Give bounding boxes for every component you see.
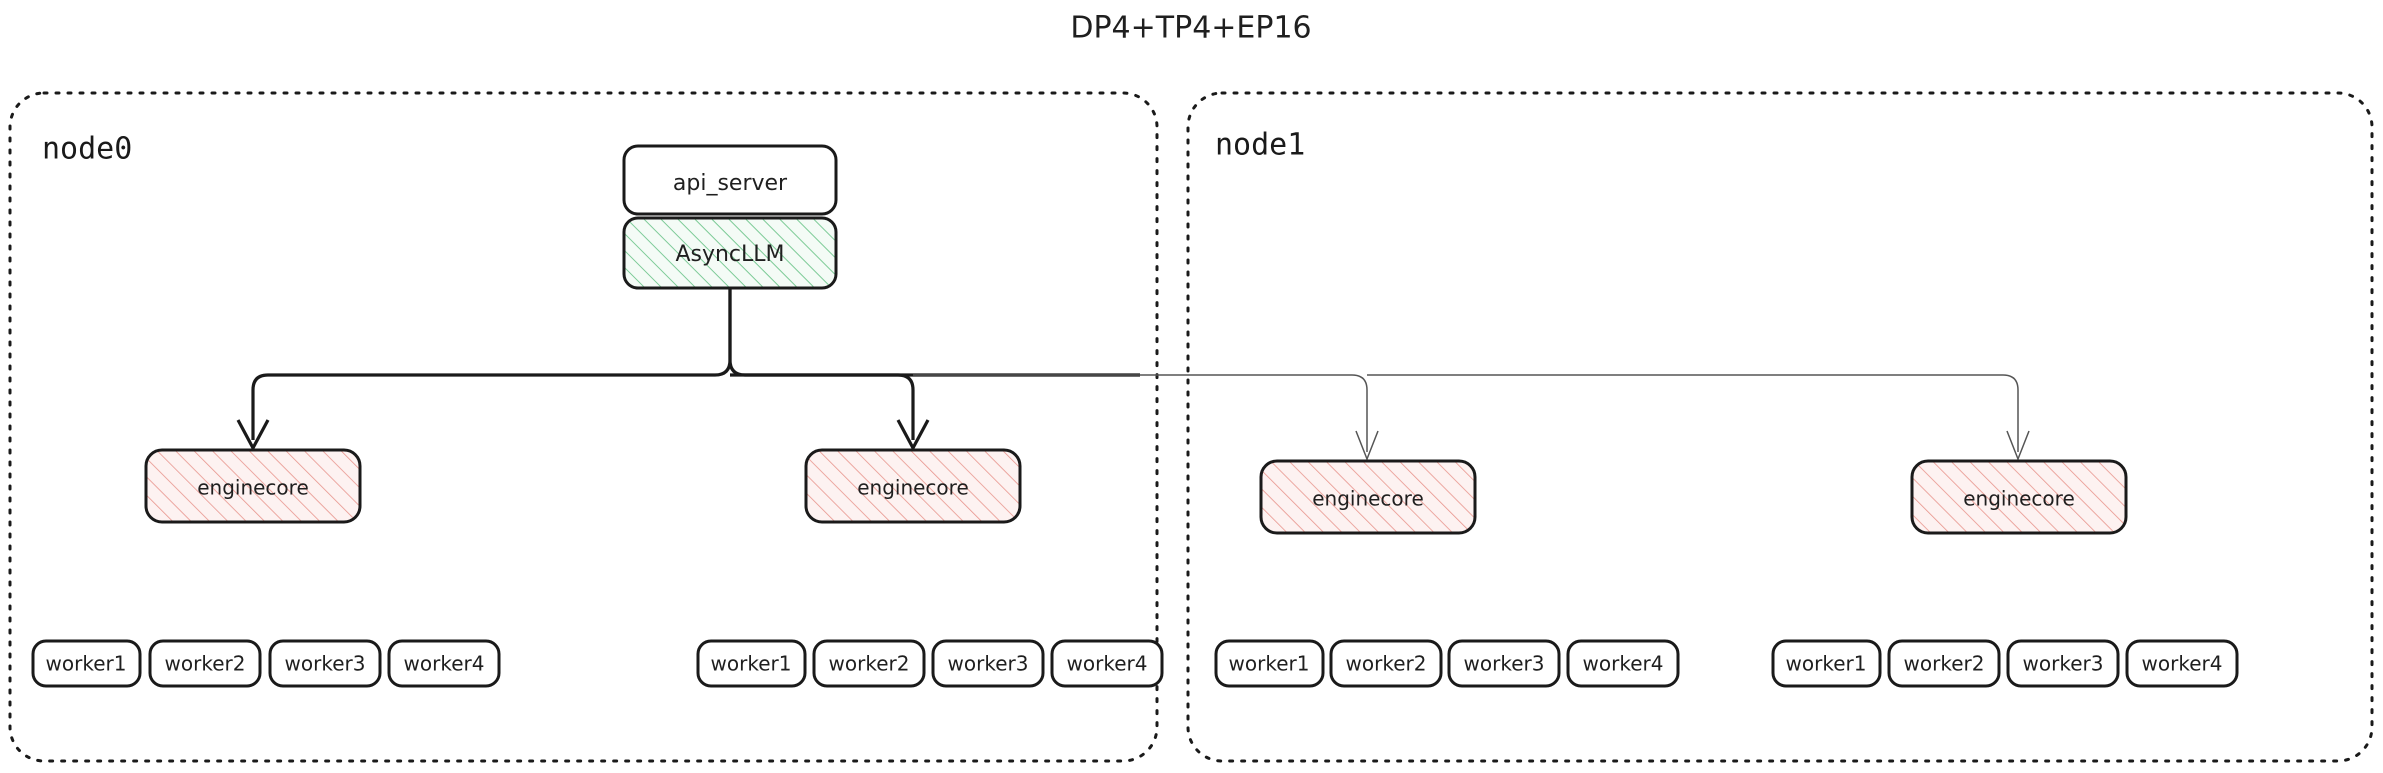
node1-enginecore-1-label: enginecore — [1963, 487, 2075, 511]
worker-box[interactable] — [387, 639, 501, 688]
node1-enginecore-0-box[interactable] — [1259, 459, 1477, 535]
node0-enginecore-0-box[interactable] — [144, 448, 362, 524]
node0-label: node0 — [42, 132, 132, 167]
worker-label: worker2 — [1904, 652, 1985, 676]
worker-box[interactable] — [1214, 639, 1325, 688]
async-llm-label: AsyncLLM — [675, 242, 784, 267]
node1-enginecore-1-box[interactable] — [1910, 459, 2128, 535]
node0-container — [8, 91, 1159, 763]
worker-box[interactable] — [148, 639, 262, 688]
worker-label: worker3 — [285, 652, 366, 676]
worker-label: worker4 — [1067, 652, 1148, 676]
node1-container — [1186, 91, 2374, 763]
worker-label: worker4 — [404, 652, 485, 676]
node0-enginecore-1-workers: worker1 worker2 worker3 worker4 — [696, 639, 1164, 688]
node1-label: node1 — [1215, 128, 1305, 163]
node1-enginecore-0-workers: worker1 worker2 worker3 worker4 — [1214, 639, 1680, 688]
api-server-label: api_server — [673, 171, 788, 196]
node1-enginecore-0-label: enginecore — [1312, 487, 1424, 511]
worker-label: worker3 — [1464, 652, 1545, 676]
edge-to-node1-enginecore-0 — [913, 374, 1368, 452]
worker-label: worker2 — [829, 652, 910, 676]
worker-box[interactable] — [1566, 639, 1680, 688]
edge-to-node1-enginecore-1 — [1367, 374, 2019, 452]
worker-box[interactable] — [1329, 639, 1443, 688]
worker-label: worker3 — [2023, 652, 2104, 676]
worker-label: worker2 — [165, 652, 246, 676]
worker-label: worker1 — [46, 652, 127, 676]
worker-box[interactable] — [1050, 639, 1164, 688]
edge-to-node0-enginecore-1 — [730, 373, 915, 440]
worker-box[interactable] — [2006, 639, 2120, 688]
worker-box[interactable] — [696, 639, 807, 688]
worker-box[interactable] — [1771, 639, 1882, 688]
async-llm-box[interactable] — [622, 216, 838, 290]
node0-enginecore-0-workers: worker1 worker2 worker3 worker4 — [31, 639, 501, 688]
edge-to-node0-enginecore-0 — [251, 287, 732, 440]
worker-label: worker4 — [1583, 652, 1664, 676]
arrowhead-node0-enginecore-0 — [236, 419, 270, 452]
node0-enginecore-1-box[interactable] — [804, 448, 1022, 524]
worker-label: worker1 — [1229, 652, 1310, 676]
worker-box[interactable] — [31, 639, 142, 688]
arrowhead-node1-enginecore-1 — [2006, 430, 2030, 462]
node0-enginecore-1-label: enginecore — [857, 476, 969, 500]
worker-box[interactable] — [812, 639, 926, 688]
node0-enginecore-0-label: enginecore — [197, 476, 309, 500]
worker-box[interactable] — [2125, 639, 2239, 688]
worker-box[interactable] — [1887, 639, 2001, 688]
worker-label: worker3 — [948, 652, 1029, 676]
api-server-box[interactable] — [622, 144, 838, 216]
worker-box[interactable] — [268, 639, 382, 688]
worker-label: worker1 — [1786, 652, 1867, 676]
arrowhead-node1-enginecore-0 — [1355, 430, 1379, 462]
arrowhead-node0-enginecore-1 — [896, 419, 930, 452]
worker-label: worker2 — [1346, 652, 1427, 676]
worker-box[interactable] — [1447, 639, 1561, 688]
diagram-title: DP4+TP4+EP16 — [1070, 11, 1311, 46]
edge-trunk-right — [728, 287, 1140, 377]
worker-label: worker4 — [2142, 652, 2223, 676]
node1-enginecore-1-workers: worker1 worker2 worker3 worker4 — [1771, 639, 2239, 688]
worker-box[interactable] — [931, 639, 1045, 688]
worker-label: worker1 — [711, 652, 792, 676]
